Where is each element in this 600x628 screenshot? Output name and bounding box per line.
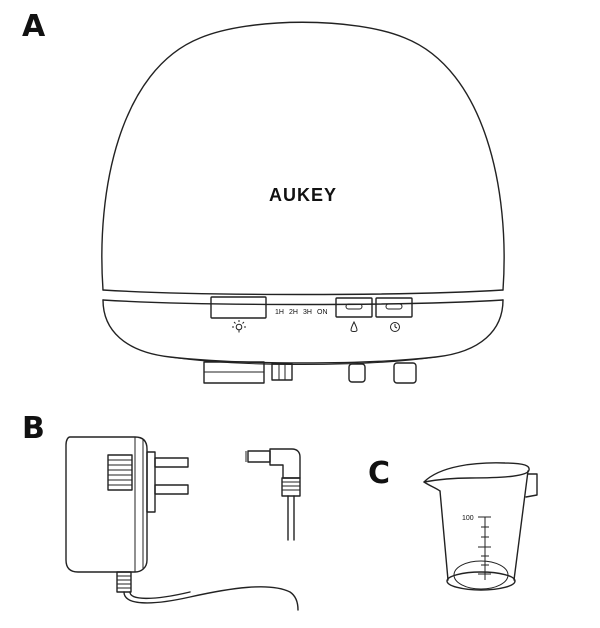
dc-plug-tip: [247, 450, 271, 463]
water-drop-icon: [350, 320, 358, 332]
dc-plug-strain: [281, 477, 301, 497]
dc-plug: [245, 448, 301, 541]
dc-plug-body: [269, 448, 301, 479]
adapter-cable: [123, 586, 299, 611]
foot-right: [393, 362, 417, 384]
measuring-cup: 100: [423, 462, 538, 591]
light-bulb-icon: [232, 320, 246, 333]
prong-top: [154, 457, 189, 468]
label-c: C: [368, 456, 391, 491]
timer-label-3h: 3H: [303, 309, 312, 316]
brand-logo: AUKEY: [269, 185, 337, 205]
adapter-strain-relief: [116, 571, 132, 593]
label-b: B: [22, 411, 45, 446]
light-button[interactable]: [210, 296, 267, 319]
mist-button-slot: [345, 303, 363, 310]
cup-right-side: [513, 470, 529, 581]
timer-button[interactable]: [375, 297, 413, 318]
power-port: [271, 363, 293, 381]
diffuser-band-top: [102, 289, 504, 296]
diffuser-dome: [101, 21, 505, 291]
foot-middle: [348, 363, 366, 383]
diffuser-band-bottom: [102, 299, 504, 306]
timer-label-2h: 2H: [289, 309, 298, 316]
prong-bottom: [154, 484, 189, 495]
mist-button[interactable]: [335, 297, 373, 318]
cup-left-side: [439, 490, 449, 581]
cup-spout: [423, 481, 441, 492]
diffuser-base-bottom: [169, 356, 437, 365]
cup-tab: [525, 473, 538, 498]
adapter-plug-face: [146, 451, 156, 513]
cup-bottom: [446, 571, 516, 591]
cup-rim: [423, 462, 530, 483]
diffuser: AUKEY 1H 2H 3H ON: [101, 21, 505, 384]
label-a: A: [22, 9, 46, 44]
timer-label-on: ON: [317, 309, 328, 316]
timer-label-1h: 1H: [275, 309, 284, 316]
cup-scale-label: 100: [462, 515, 474, 522]
clock-icon: [390, 322, 400, 332]
timer-button-slot: [385, 303, 403, 310]
adapter-grip: [107, 454, 133, 491]
power-adapter: [65, 436, 299, 611]
cup-base-ring: [453, 560, 509, 590]
diffuser-base: [102, 299, 504, 364]
